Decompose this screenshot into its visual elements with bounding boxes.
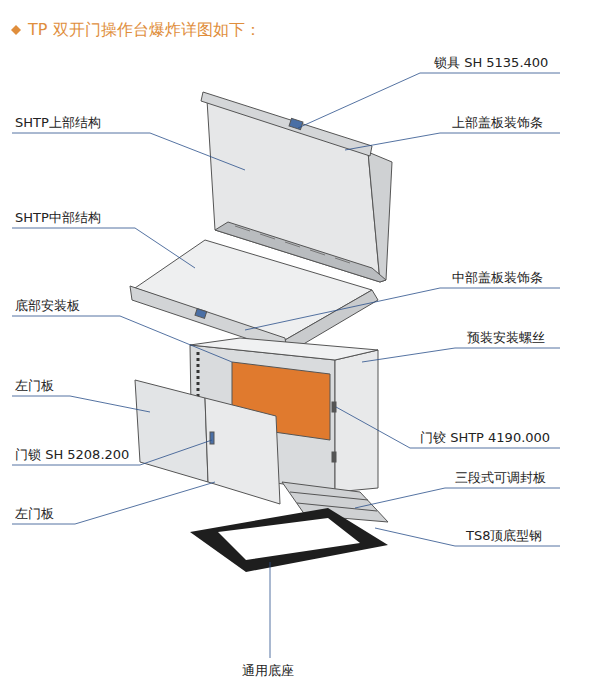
part-label: 三段式可调封板: [455, 470, 546, 485]
part-label: 门铰 SHTP 4190.000: [420, 430, 550, 445]
part-label: 锁具 SH 5135.400: [434, 55, 548, 70]
part-label: SHTP中部结构: [15, 210, 101, 225]
part-label: 中部盖板装饰条: [452, 270, 543, 285]
part-label: 通用底座: [242, 663, 294, 678]
lock: [289, 118, 303, 129]
part-label: 上部盖板装饰条: [452, 115, 543, 130]
part-label: 底部安装板: [15, 298, 80, 313]
title-bullet: [11, 25, 21, 35]
part-label: 预装安装螺丝: [467, 330, 545, 345]
base-frame: [190, 508, 388, 572]
part-label: TS8顶底型钢: [466, 528, 542, 543]
part-label: 门锁 SH 5208.200: [15, 447, 129, 462]
part-label: 左门板: [15, 506, 54, 521]
leader-lines: [12, 73, 560, 658]
top-trim: [201, 92, 372, 156]
part-label: SHTP上部结构: [15, 115, 101, 130]
title: TP 双开门操作台爆炸详图如下：: [28, 21, 261, 39]
part-label: 左门板: [15, 378, 54, 393]
